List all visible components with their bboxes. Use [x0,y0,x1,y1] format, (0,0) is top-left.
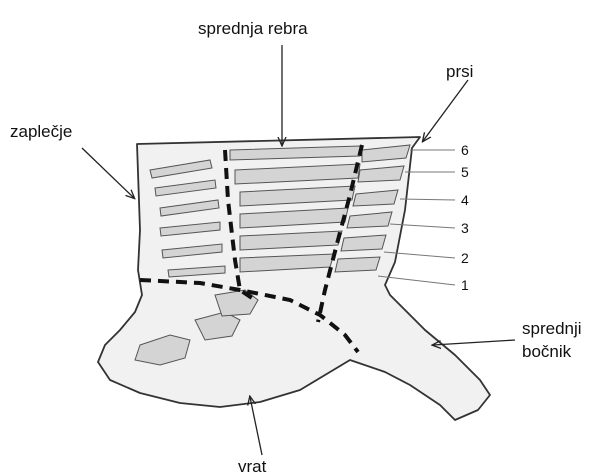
rib-number-5: 5 [461,164,469,180]
label-prsi: prsi [446,62,473,81]
rib-number-2: 2 [461,250,469,266]
label-spredni-bocnik-line2: bočnik [522,342,572,361]
rib-number-6: 6 [461,142,469,158]
arrow-prsi [423,80,468,141]
rib-number-1: 1 [461,277,469,293]
label-sprednja-rebra: sprednja rebra [198,19,308,38]
label-vrat: vrat [238,457,267,475]
arrow-vrat [250,397,262,455]
label-zaplecje: zaplečje [10,122,72,141]
arrow-zaplecje [82,148,134,198]
rib-number-3: 3 [461,220,469,236]
arrow-spredni-bocnik [433,340,515,345]
label-spredni-bocnik-line1: sprednji [522,319,582,338]
rib-number-4: 4 [461,192,469,208]
